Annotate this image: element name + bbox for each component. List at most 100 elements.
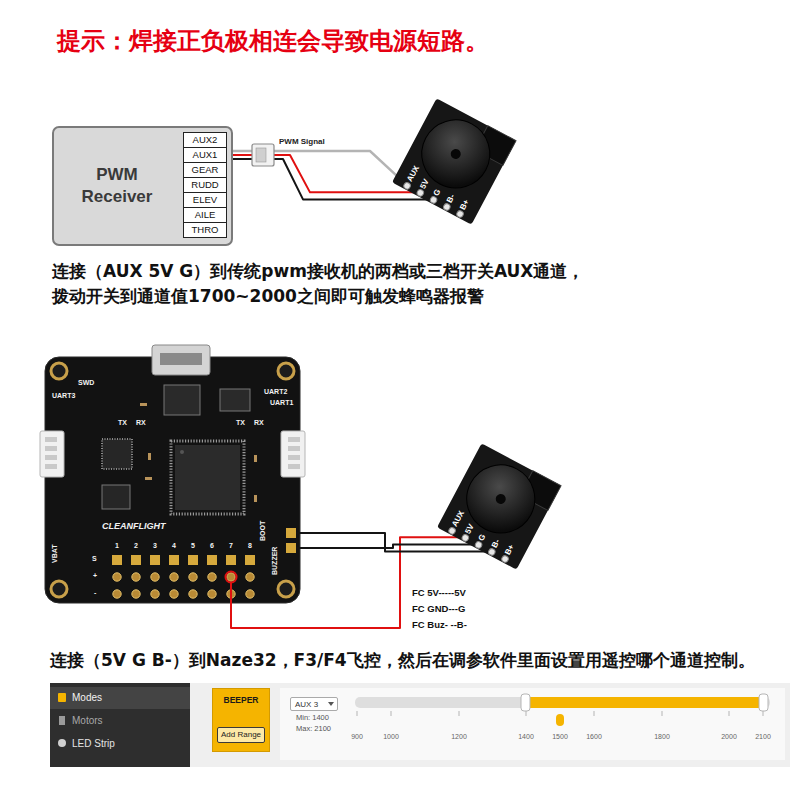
header-pad [188,555,198,565]
mode-panel: Add Range BEEPER [212,688,270,752]
caption-text: 连接（5V G B-）到Naze32，F3/F4飞控，然后在调参软件里面设置用遥… [50,651,755,671]
smd-component [254,495,257,502]
chip [175,445,240,510]
smd-component [140,403,147,406]
buzzer-pad [286,543,296,553]
scale-number: 900 [351,733,363,741]
silkscreen-label: BUZZER [270,547,279,575]
range-slider [357,711,763,716]
silkscreen-label: - [94,588,96,597]
scale-number: 1600 [586,733,602,741]
menu-item: Motors [72,715,103,727]
smd-component [254,455,257,462]
header-pad [132,573,140,581]
sidebar [50,687,190,709]
silkscreen-label: 2 [134,541,138,550]
header-pad [151,590,159,598]
pin-label: B- [445,192,458,204]
chip [171,441,244,514]
silkscreen-label: VBAT [50,544,59,563]
mounting-hole [278,363,294,379]
mounting-hole [51,581,67,597]
receiver-label: PWM Receiver [75,164,159,208]
buzzer-cylinder [410,107,502,199]
range-slider [355,694,770,726]
buzzer-art [437,443,561,569]
silkscreen-label: 3 [153,541,157,550]
wire-plug [252,144,274,166]
wire-label: PWM Signal [279,137,325,147]
silkscreen-label: RX [254,418,264,427]
pin-label: B- [490,537,503,549]
sidebar [58,739,66,747]
range-slider [526,697,763,708]
channel-label: AILE [195,210,216,221]
sidebar [58,693,66,702]
pin-label: G [432,187,444,197]
chip [102,385,250,514]
silkscreen-label: 7 [229,541,233,550]
mode-name: BEEPER [213,696,269,706]
pin-label: G [477,532,489,542]
header-pad [245,555,255,565]
wire [305,533,492,551]
silkscreen-label: 8 [248,541,252,550]
header-pad [226,555,236,565]
silkscreen-label: 5 [191,541,195,550]
pin-label: B+ [503,543,517,557]
pin-label: B+ [458,198,472,212]
range-slider [759,694,768,711]
flight-controller-board [45,357,300,603]
range-value: Max: 2100 [296,725,331,734]
silkscreen-label: UART1 [270,398,293,407]
pin-label: AUX [405,164,422,184]
header-pad [170,590,178,598]
flight-controller: SWDUART3UART2UART1TXRXTXRXCLEANFLIGHTVBA… [40,345,305,605]
silkscreen-label: TX [236,418,245,427]
configurator-panel [280,688,785,760]
header-pad [113,590,121,598]
sidebar [50,683,190,767]
connector-slot [45,455,57,460]
select-value: AUX 3 [295,699,318,710]
header-pad [207,555,217,565]
sidebar [59,716,65,725]
chip [164,385,200,415]
channel-label: ELEV [193,195,217,206]
buzzer-art [392,98,516,224]
mounting-hole [51,363,294,597]
range-slider [556,714,564,726]
silkscreen-label: BOOT [258,521,267,541]
sound-hole [494,492,508,506]
receiver-box: AUX2AUX1GEARRUDDELEVAILETHROPWM Receiver [52,126,233,246]
solder-joint [226,572,237,583]
usb-port [152,345,210,375]
silkscreen-label: 1 [115,541,119,550]
silkscreen-label: TX [118,418,127,427]
buzzer-pad [286,528,296,538]
header-pad [112,555,255,565]
header-pad [150,555,160,565]
smd-component [145,477,152,480]
scale-number: 1000 [383,733,399,741]
header-pad [113,573,254,598]
usb-port [152,345,210,375]
jst-connector [40,431,64,477]
channel-box: AUX1 [183,147,227,163]
caption-text: 拨动开关到通道值1700~2000之间即可触发蜂鸣器报警 [52,287,484,307]
add-range-button: Add Range [217,727,265,743]
menu-item: Modes [72,692,102,704]
pin-label: 5V [463,522,476,535]
header-pad [246,590,254,598]
scale-number: 2100 [755,733,771,741]
buzzer-module: AUX5VGB-B+ [437,443,561,569]
connector-slot [288,437,300,442]
connector-slot [288,455,300,460]
chip [102,485,130,509]
mounting-hole [278,581,294,597]
menu-item: LED Strip [72,738,115,750]
wire-note: FC Buz- --B- [412,620,467,631]
scale-number: 1800 [654,733,670,741]
